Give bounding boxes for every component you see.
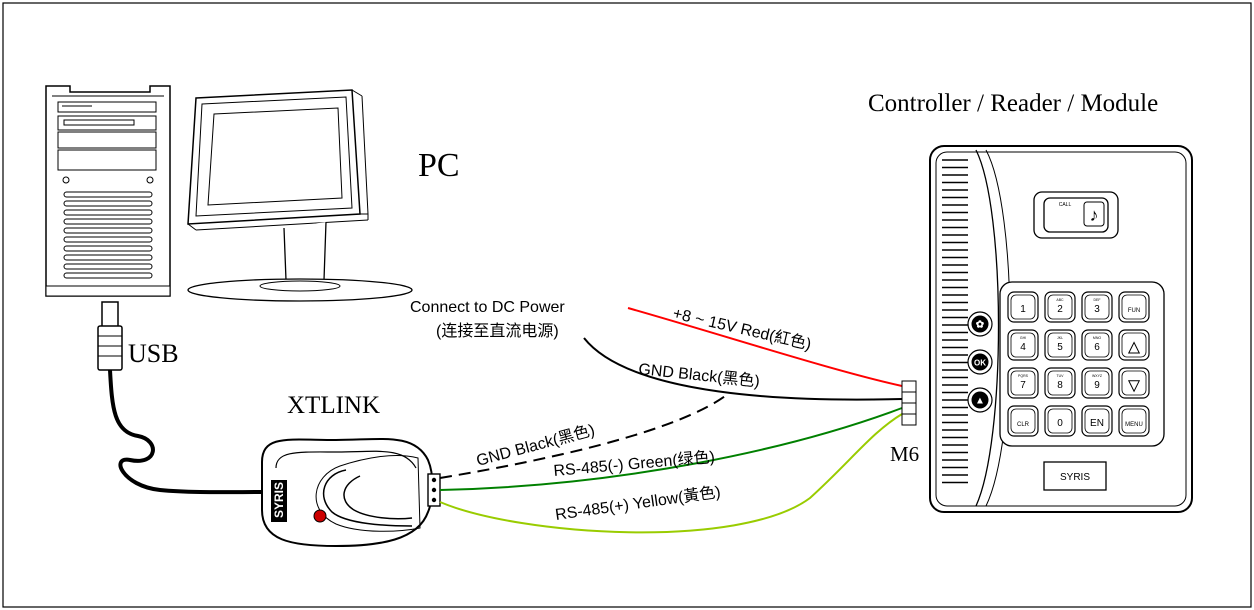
svg-text:7: 7 bbox=[1020, 380, 1026, 391]
svg-text:MENU: MENU bbox=[1125, 422, 1143, 428]
svg-text:1: 1 bbox=[1020, 304, 1026, 315]
dc-power-zh-label: (连接至直流电源) bbox=[436, 322, 559, 340]
usb-label: USB bbox=[128, 339, 179, 368]
keypad-key: FUN bbox=[1118, 291, 1150, 323]
svg-text:FUN: FUN bbox=[1128, 308, 1140, 314]
music-note-icon: ♪ bbox=[1090, 205, 1099, 225]
keypad-key: 1 bbox=[1007, 291, 1039, 323]
call-label: CALL bbox=[1059, 202, 1072, 208]
pc-tower bbox=[45, 85, 171, 297]
controller-label: Controller / Reader / Module bbox=[868, 90, 1158, 117]
svg-text:CLR: CLR bbox=[1017, 422, 1030, 428]
monitor bbox=[187, 89, 413, 302]
black-wire-dashed bbox=[439, 393, 729, 479]
controller-brand: SYRIS bbox=[1060, 472, 1090, 483]
svg-text:GHI: GHI bbox=[1020, 336, 1026, 340]
keypad-key: 5 JKL bbox=[1044, 329, 1076, 361]
settings-icon: ✿ bbox=[967, 311, 993, 337]
keypad-key: 3 DEF bbox=[1081, 291, 1113, 323]
keypad-key: 0 bbox=[1044, 405, 1076, 437]
ok-button: OK bbox=[967, 349, 993, 375]
xtlink-label: XTLINK bbox=[287, 392, 380, 419]
svg-text:PQRS: PQRS bbox=[1018, 374, 1029, 378]
svg-text:▲: ▲ bbox=[975, 396, 985, 407]
keypad-key: 9 WXYZ bbox=[1081, 367, 1113, 399]
m6-connector bbox=[901, 380, 917, 426]
svg-text:MNO: MNO bbox=[1093, 336, 1101, 340]
svg-text:OK: OK bbox=[974, 359, 986, 368]
xtlink-brand: SYRIS bbox=[272, 482, 286, 518]
svg-text:JKL: JKL bbox=[1057, 336, 1063, 340]
keypad-key: EN bbox=[1081, 405, 1113, 437]
svg-text:▼: ▼ bbox=[1125, 375, 1143, 395]
svg-text:5: 5 bbox=[1057, 342, 1063, 353]
keypad-key: 4 GHI bbox=[1007, 329, 1039, 361]
svg-text:TUV: TUV bbox=[1057, 374, 1065, 378]
led-indicator bbox=[313, 509, 327, 523]
svg-text:9: 9 bbox=[1094, 380, 1100, 391]
keypad-key: CLR bbox=[1007, 405, 1039, 437]
xtlink-device bbox=[261, 437, 441, 548]
m6-label: M6 bbox=[890, 442, 919, 466]
wires bbox=[439, 307, 903, 534]
svg-text:8: 8 bbox=[1057, 380, 1063, 391]
svg-text:2: 2 bbox=[1057, 304, 1063, 315]
svg-text:▲: ▲ bbox=[1125, 337, 1143, 357]
black-wire-power bbox=[583, 337, 903, 401]
svg-text:WXYZ: WXYZ bbox=[1092, 374, 1103, 378]
keypad-key: 7 PQRS bbox=[1007, 367, 1039, 399]
svg-text:3: 3 bbox=[1094, 304, 1100, 315]
keypad-key: 6 MNO bbox=[1081, 329, 1113, 361]
dc-power-label: Connect to DC Power bbox=[410, 299, 565, 316]
keypad-key: ▼ bbox=[1118, 367, 1150, 399]
pc-label: PC bbox=[418, 147, 460, 184]
svg-text:0: 0 bbox=[1057, 418, 1063, 429]
svg-text:EN: EN bbox=[1090, 418, 1104, 429]
svg-text:✿: ✿ bbox=[976, 320, 985, 331]
svg-text:ABC: ABC bbox=[1056, 298, 1064, 302]
svg-text:6: 6 bbox=[1094, 342, 1100, 353]
keypad-key: 2 ABC bbox=[1044, 291, 1076, 323]
keypad-key: 8 TUV bbox=[1044, 367, 1076, 399]
keypad-key: ▲ bbox=[1118, 329, 1150, 361]
alert-icon: ▲ bbox=[967, 387, 993, 413]
controller-device: ♪ 1 2 ABC 3 DEF FUN 4 GHI 5 JKL 6 MNO ▲ 7 PQRS 8 TUV 9 WXY… bbox=[929, 145, 1193, 513]
keypad-key: MENU bbox=[1118, 405, 1150, 437]
red-wire bbox=[627, 307, 903, 387]
keypad-panel bbox=[999, 281, 1165, 447]
green-wire bbox=[439, 407, 903, 491]
svg-text:4: 4 bbox=[1020, 342, 1026, 353]
svg-text:DEF: DEF bbox=[1094, 298, 1101, 302]
yellow-wire bbox=[439, 413, 903, 534]
usb-cable bbox=[97, 301, 263, 495]
brand-plate bbox=[1043, 461, 1107, 491]
